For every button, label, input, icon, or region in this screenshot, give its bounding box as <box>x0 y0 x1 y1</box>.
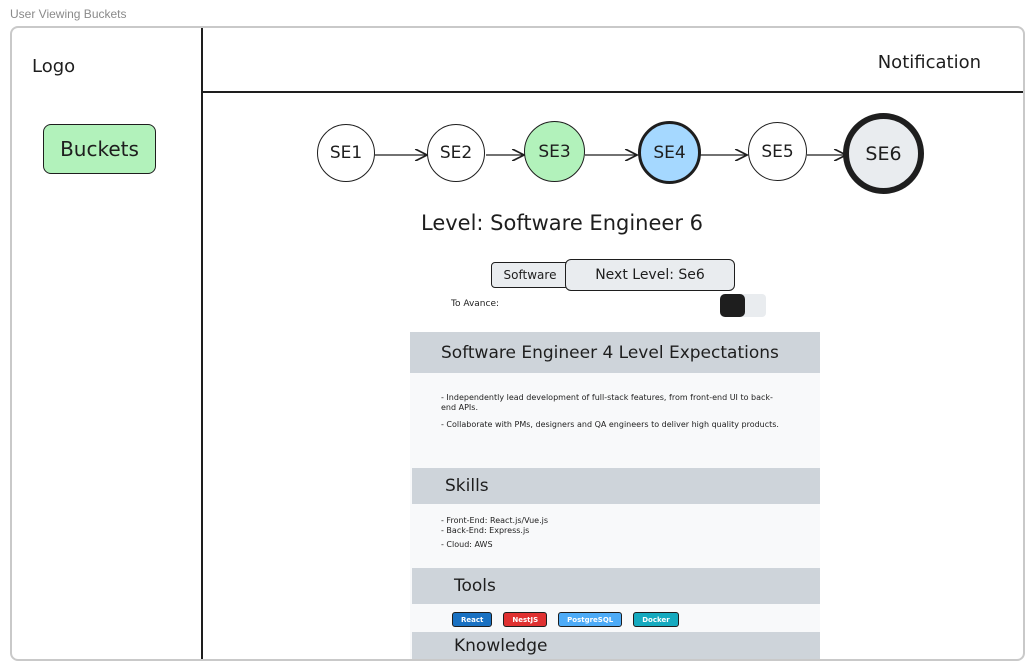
expectation-item: - Collaborate with PMs, designers and QA… <box>441 420 779 429</box>
level-node-se4[interactable]: SE4 <box>638 121 701 184</box>
skills-body: - Front-End: React.js/Vue.js - Back-End:… <box>410 504 820 568</box>
buckets-button[interactable]: Buckets <box>43 124 156 174</box>
skill-item: - Back-End: Express.js <box>441 526 530 535</box>
tools-header: Tools <box>412 568 820 604</box>
tool-tag-react[interactable]: React <box>452 612 493 627</box>
level-node-se1[interactable]: SE1 <box>317 124 375 182</box>
knowledge-header: Knowledge <box>412 632 820 659</box>
level-node-se3[interactable]: SE3 <box>524 121 585 182</box>
level-flow-arrows <box>375 28 1025 218</box>
tools-title: Tools <box>454 576 496 596</box>
skills-title: Skills <box>445 476 489 496</box>
toggle-knob <box>720 294 745 317</box>
notification-button[interactable]: Notification <box>877 52 981 73</box>
level-node-se6[interactable]: SE6 <box>843 113 924 194</box>
expectations-header: Software Engineer 4 Level Expectations <box>410 332 820 373</box>
header-divider <box>202 91 1023 93</box>
level-node-se5[interactable]: SE5 <box>748 122 807 181</box>
level-node-se2[interactable]: SE2 <box>427 124 485 182</box>
tool-tag-nestjs[interactable]: NestJS <box>503 612 548 627</box>
sidebar-divider <box>201 28 203 659</box>
tab-next-level[interactable]: Next Level: Se6 <box>565 259 735 291</box>
level-title: Level: Software Engineer 6 <box>421 211 703 235</box>
skills-header: Skills <box>412 468 820 504</box>
tool-tag-postgresql[interactable]: PostgreSQL <box>558 612 623 627</box>
skill-item: - Front-End: React.js/Vue.js <box>441 516 549 525</box>
logo[interactable]: Logo <box>32 56 76 77</box>
knowledge-title: Knowledge <box>454 636 548 656</box>
advance-label: To Avance: <box>451 299 500 309</box>
tool-tag-docker[interactable]: Docker <box>633 612 679 627</box>
tab-software[interactable]: Software <box>491 262 569 288</box>
expectations-body: - Independently lead development of full… <box>410 373 820 468</box>
expectation-item: - Independently lead development of full… <box>441 393 773 412</box>
skill-item: - Cloud: AWS <box>441 540 493 549</box>
tools-body: React NestJS PostgreSQL Docker <box>410 604 820 632</box>
level-details-panel: Software Engineer 4 Level Expectations -… <box>410 332 820 659</box>
app-frame: Logo Notification Buckets SE1 SE2 SE3 SE… <box>10 26 1025 661</box>
advance-toggle[interactable] <box>720 294 766 317</box>
expectations-title: Software Engineer 4 Level Expectations <box>441 342 779 363</box>
frame-title: User Viewing Buckets <box>10 7 127 21</box>
